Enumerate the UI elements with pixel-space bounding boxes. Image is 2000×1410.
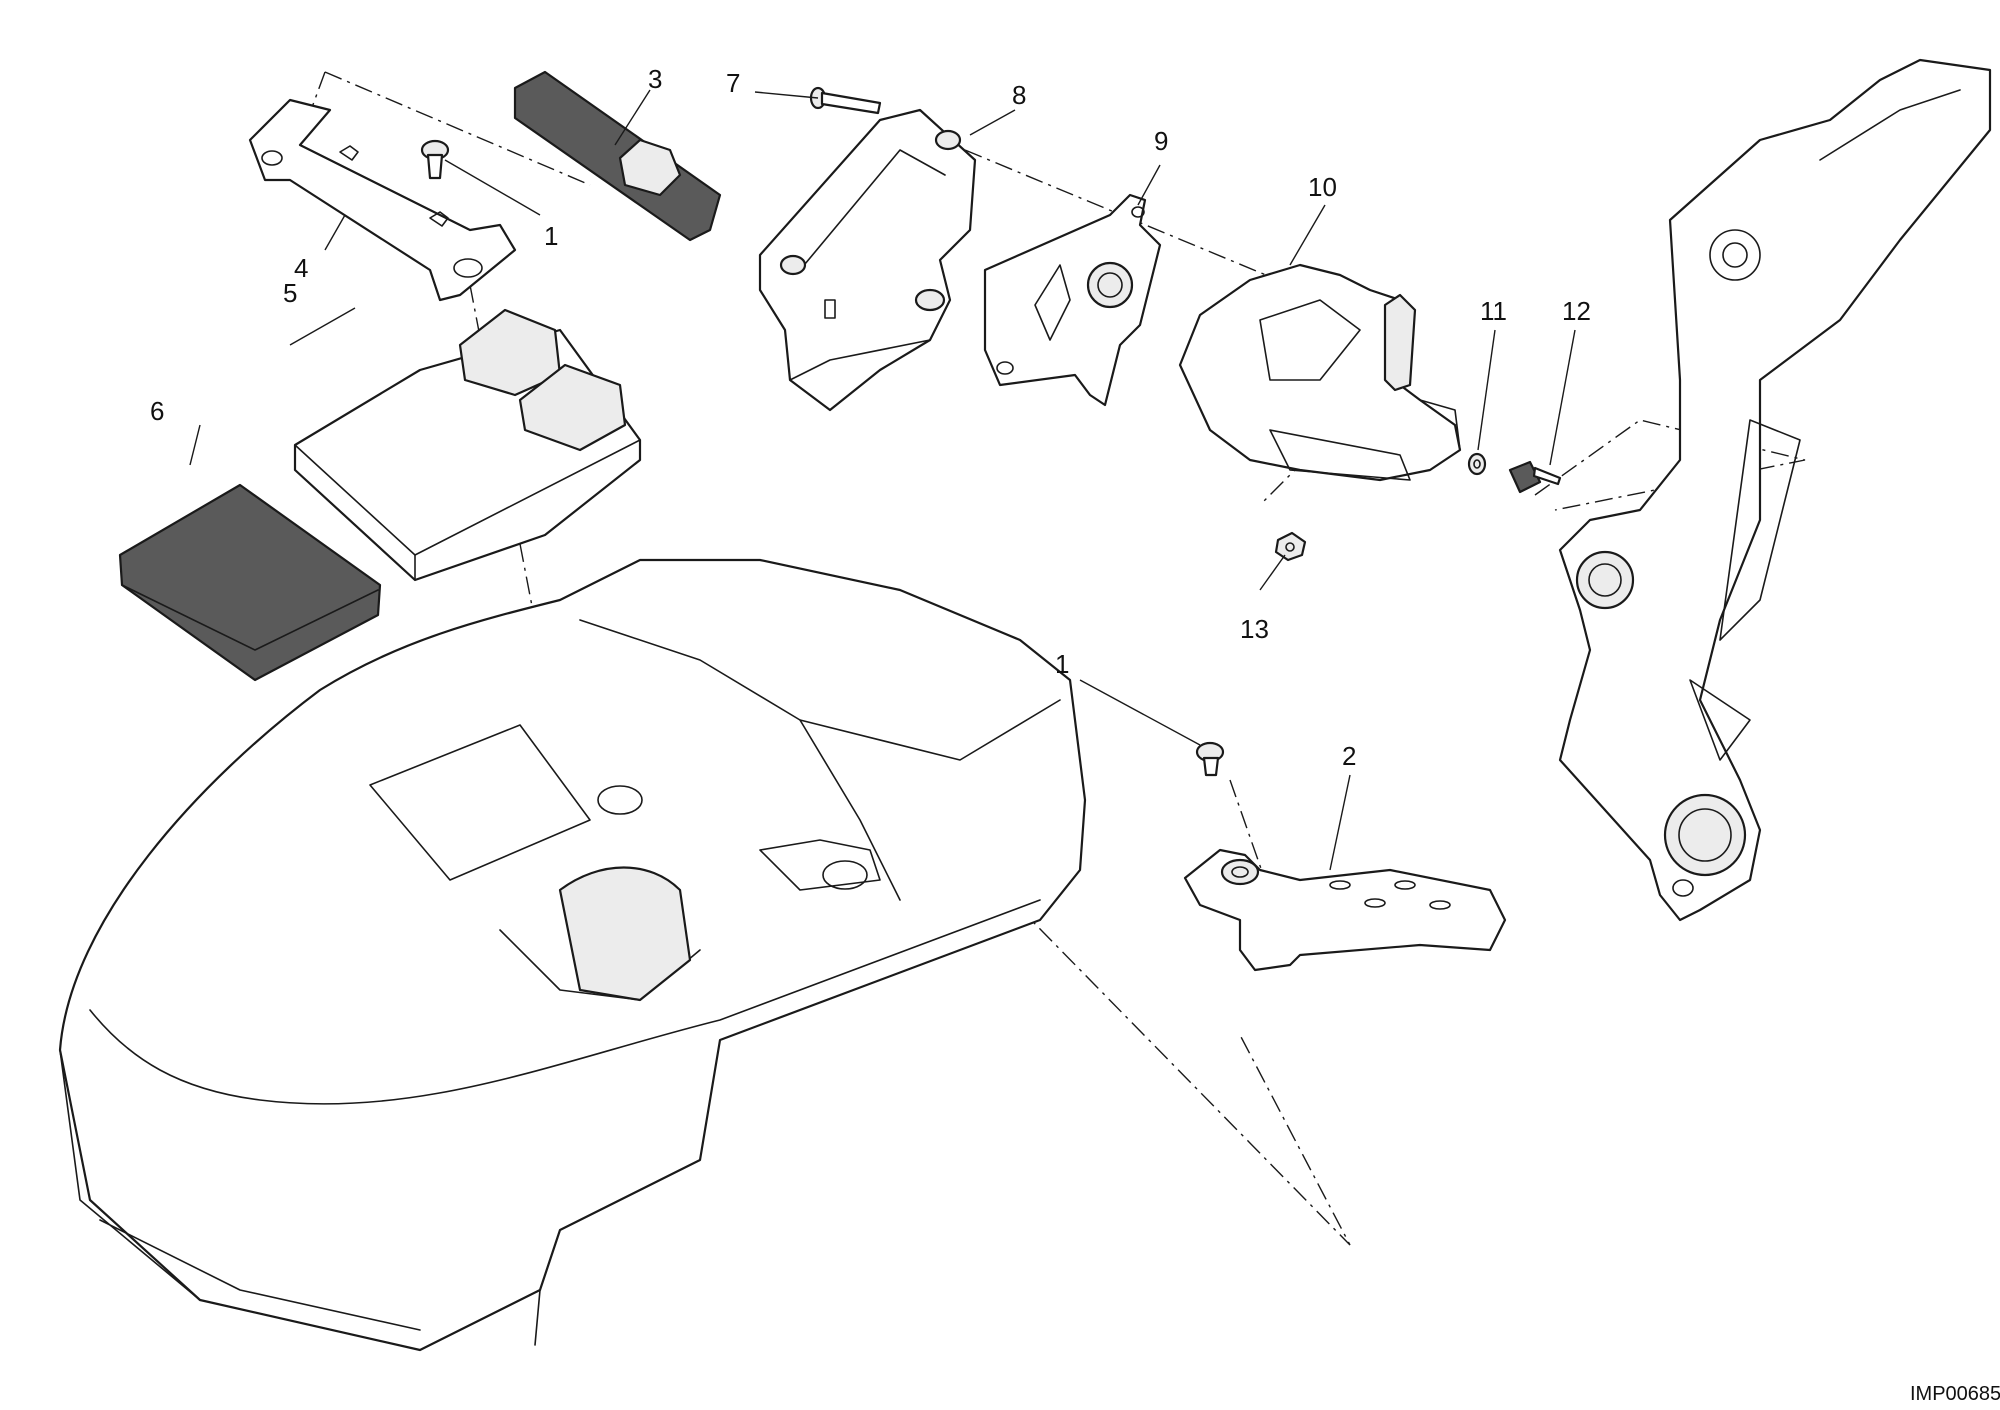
callout-1-top: 1 xyxy=(544,221,558,251)
callout-4: 4 xyxy=(294,253,308,283)
callout-2: 2 xyxy=(1342,741,1356,771)
callout-1-lower: 1 xyxy=(1055,649,1069,679)
callout-3: 3 xyxy=(648,64,662,94)
leader-lines xyxy=(189,89,1576,871)
drawing-code: IMP00685 xyxy=(1910,1383,2000,1405)
callout-10: 10 xyxy=(1308,172,1337,202)
part-1-screw-top xyxy=(420,139,450,180)
airbox-body xyxy=(58,558,1087,1352)
part-10-cover xyxy=(1178,263,1462,482)
part-4-bracket xyxy=(248,98,517,302)
callout-labels: 1 4 5 6 3 7 8 9 10 11 12 13 1 2 xyxy=(150,64,1591,771)
part-1-screw-lower xyxy=(1195,741,1225,777)
callout-7: 7 xyxy=(726,68,740,98)
callout-12: 12 xyxy=(1562,296,1591,326)
callout-5: 5 xyxy=(283,278,297,308)
part-7-bolt xyxy=(809,86,882,115)
callout-6: 6 xyxy=(150,396,164,426)
callout-13: 13 xyxy=(1240,614,1269,644)
part-9-module xyxy=(983,193,1162,407)
part-8-mounting-tray xyxy=(758,108,977,412)
part-5-control-unit xyxy=(293,308,642,582)
part-12-rubber-mount xyxy=(1508,460,1562,494)
callout-8: 8 xyxy=(1012,80,1026,110)
part-13-nut xyxy=(1274,531,1307,562)
part-2-shield-bracket xyxy=(1183,848,1507,972)
part-3-rubber-block xyxy=(513,70,722,242)
callout-11: 11 xyxy=(1480,296,1507,326)
callout-9: 9 xyxy=(1154,126,1168,156)
frame-section xyxy=(1558,58,1992,922)
part-6-pad xyxy=(118,483,382,682)
part-11-washer xyxy=(1467,452,1487,476)
